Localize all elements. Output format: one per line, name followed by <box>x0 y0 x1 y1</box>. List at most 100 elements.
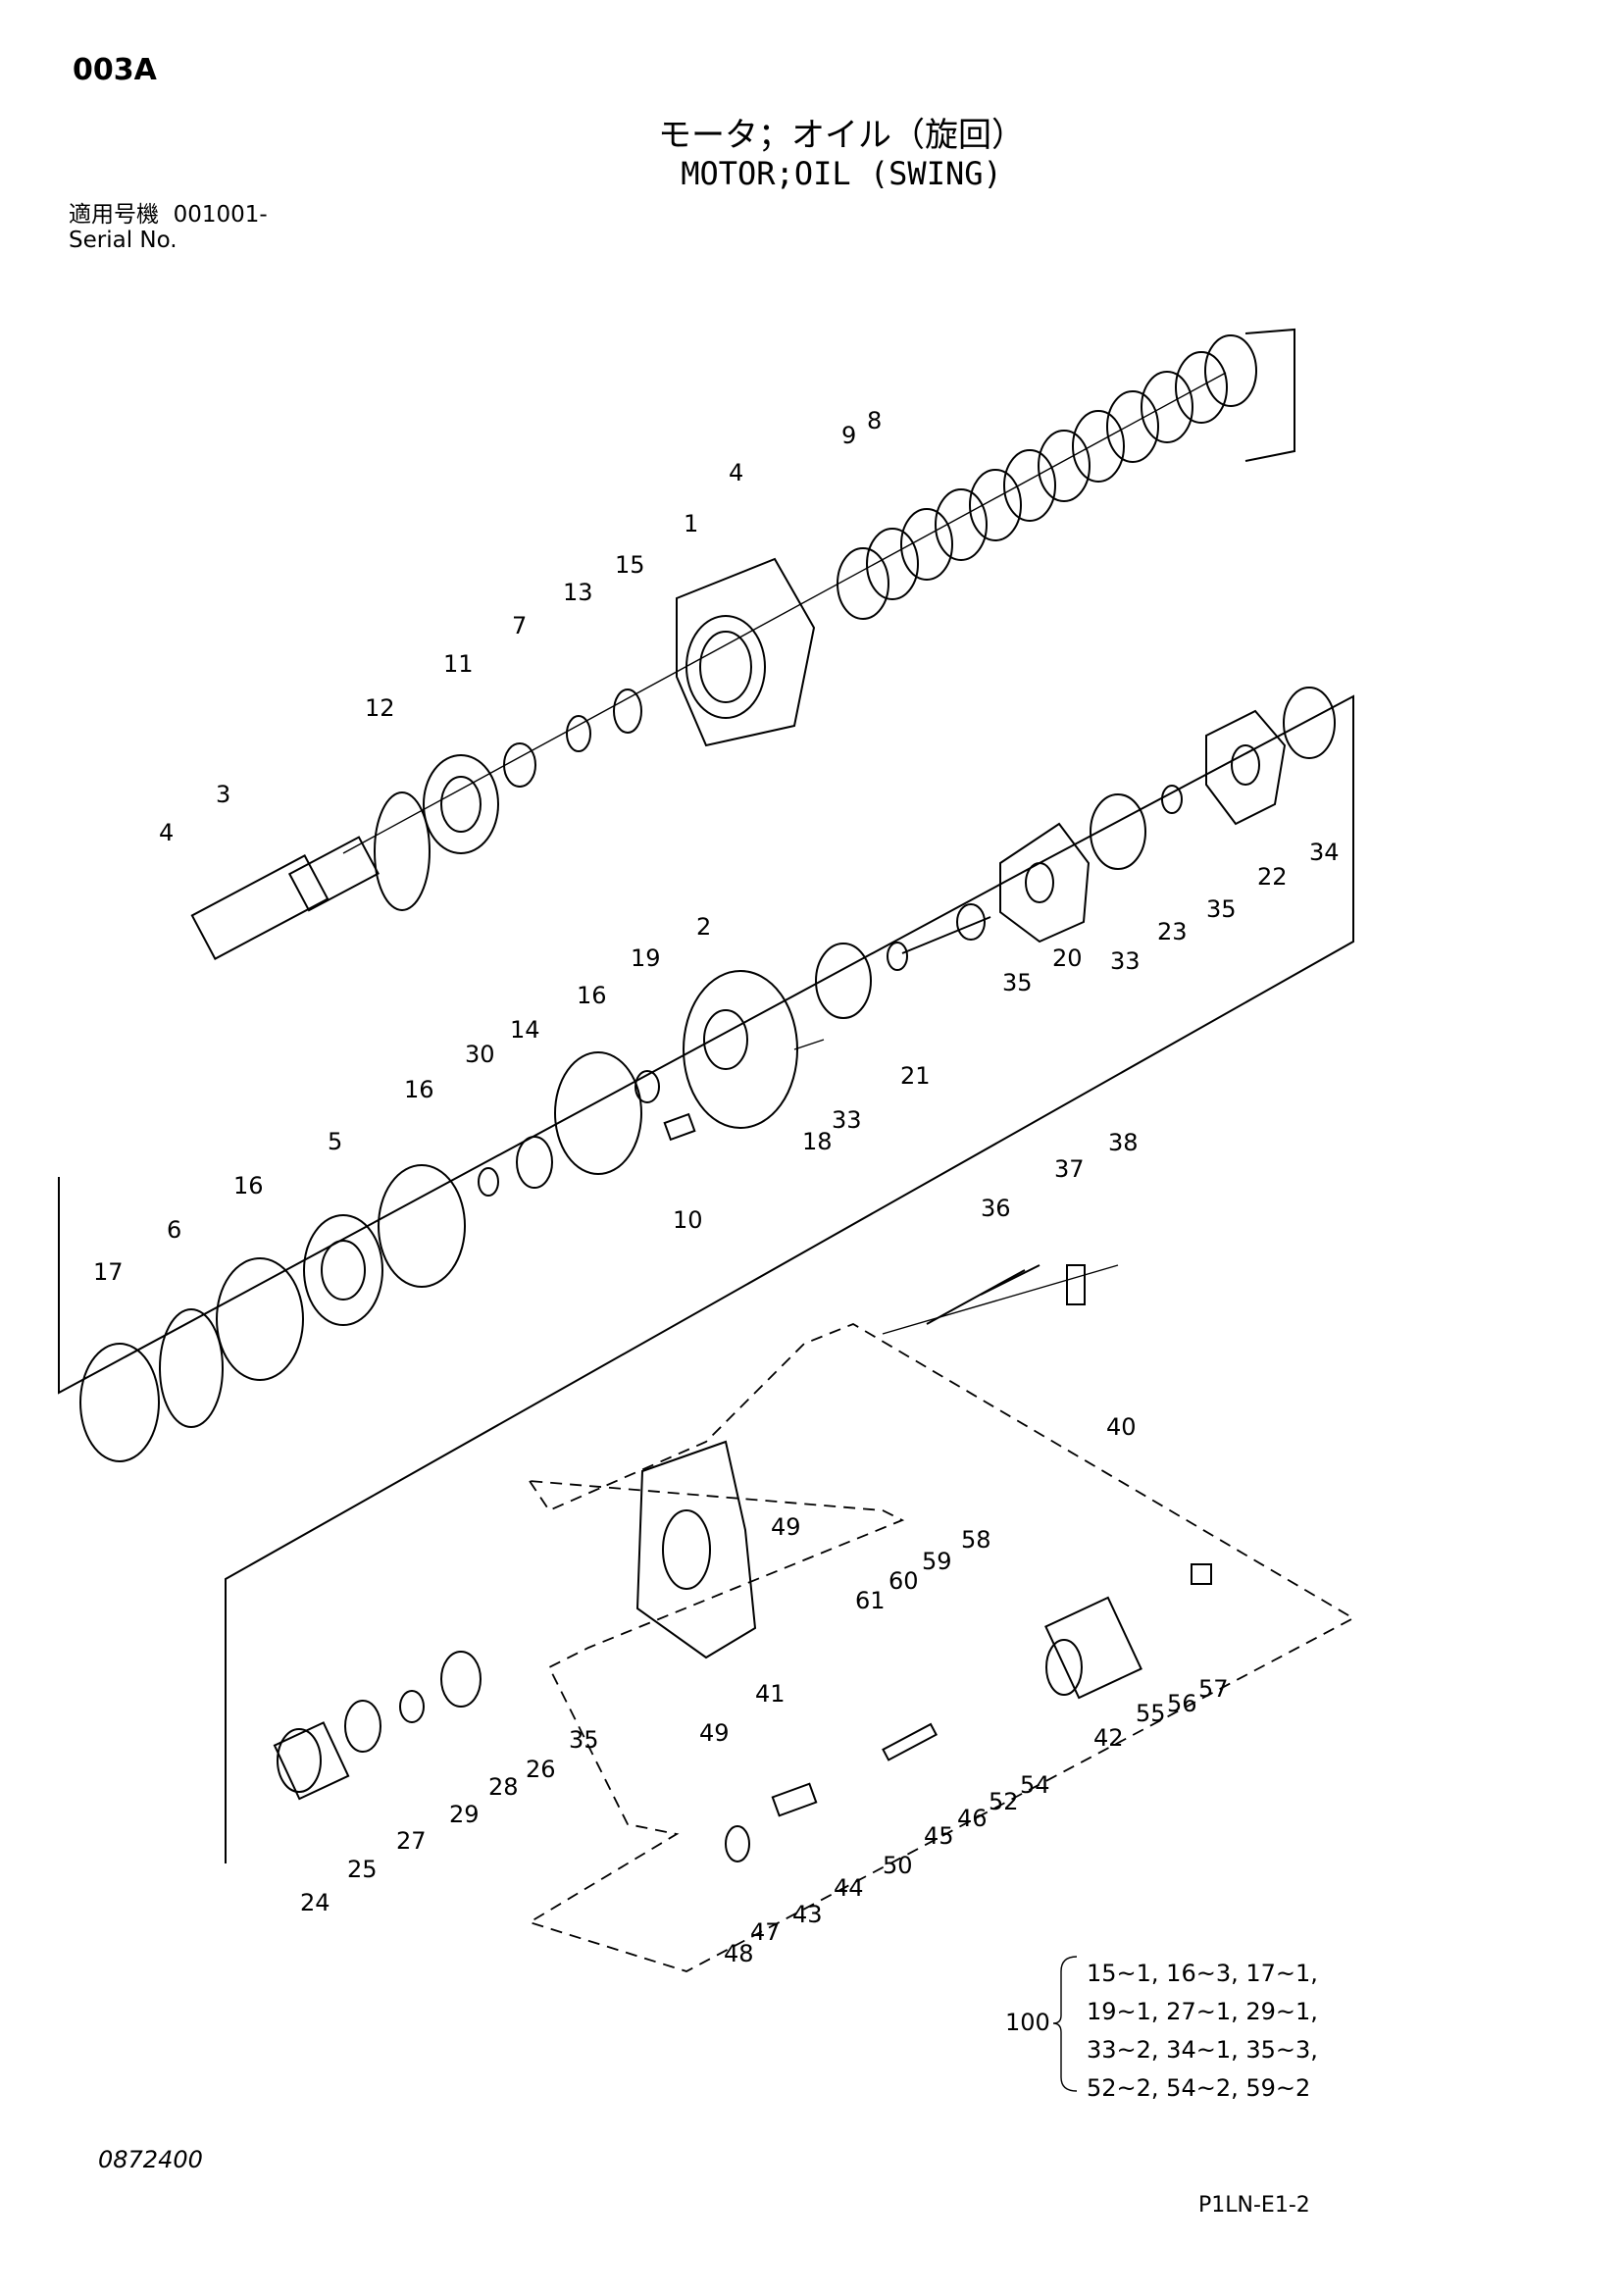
label-part-2: 2 <box>696 913 711 941</box>
part-oring-34 <box>1283 687 1336 759</box>
label-part-22: 22 <box>1257 863 1288 891</box>
label-part-23: 23 <box>1157 918 1188 945</box>
frame-bottom-group <box>58 694 1354 1863</box>
label-part-5: 5 <box>328 1128 342 1155</box>
label-part-52: 52 <box>989 1788 1019 1815</box>
label-part-35c: 35 <box>569 1726 599 1754</box>
part-spring-50 <box>882 1722 939 1761</box>
footer-page-ref: P1LN-E1-2 <box>1198 2193 1310 2218</box>
label-part-18: 18 <box>802 1128 833 1155</box>
part-oring-33b <box>1090 793 1146 870</box>
part-bolt-36 <box>926 1264 1040 1325</box>
label-part-28: 28 <box>488 1773 519 1801</box>
part-piston-5 <box>303 1214 383 1326</box>
serial-value: 001001- <box>173 202 268 228</box>
label-part-12: 12 <box>365 694 395 722</box>
part-ring-13 <box>566 715 591 752</box>
kit-brace <box>1052 1956 1078 2092</box>
label-part-48: 48 <box>724 1940 754 1967</box>
label-part-15: 15 <box>615 551 645 579</box>
label-part-54: 54 <box>1020 1771 1050 1799</box>
label-part-10: 10 <box>673 1206 703 1234</box>
label-part-41: 41 <box>755 1680 786 1708</box>
label-part-44: 44 <box>834 1874 864 1902</box>
part-plug-10 <box>663 1112 696 1142</box>
label-part-57: 57 <box>1198 1675 1229 1703</box>
part-collar-7 <box>503 742 536 788</box>
part-ring-25 <box>344 1700 381 1753</box>
part-oring-16c <box>554 1051 642 1175</box>
kit-100-block: 100 15~1, 16~3, 17~1, 19~1, 27~1, 29~1, … <box>1005 1956 1318 2102</box>
title-japanese: モータ；オイル（旋回） <box>658 116 1025 155</box>
label-part-4a: 4 <box>729 459 743 486</box>
label-part-11: 11 <box>443 650 474 678</box>
part-snap-ring-12 <box>374 791 431 911</box>
part-valve-42 <box>1044 1596 1142 1700</box>
serial-block: 適用号機 001001- Serial No. <box>69 202 268 253</box>
label-part-42: 42 <box>1093 1724 1124 1752</box>
label-part-6: 6 <box>167 1216 181 1244</box>
part-pin-37-38 <box>882 1264 1119 1335</box>
part-bearing-24 <box>273 1721 350 1801</box>
label-part-40: 40 <box>1106 1413 1137 1441</box>
serial-jp-label: 適用号機 <box>69 202 159 228</box>
label-part-38: 38 <box>1108 1129 1139 1156</box>
label-part-24: 24 <box>300 1889 330 1916</box>
part-disc-stack <box>837 334 1257 620</box>
label-part-8: 8 <box>867 407 882 434</box>
label-part-49b: 49 <box>699 1719 730 1747</box>
label-part-33a: 33 <box>832 1106 862 1134</box>
label-part-16c: 16 <box>233 1172 264 1199</box>
label-part-34a: 34 <box>1309 839 1340 866</box>
label-part-46: 46 <box>957 1805 988 1832</box>
label-part-30: 30 <box>465 1041 495 1068</box>
title-english: MOTOR;OIL (SWING) <box>681 155 1002 192</box>
label-part-60: 60 <box>888 1567 919 1595</box>
label-part-37: 37 <box>1054 1155 1085 1183</box>
kit-line-2: 19~1, 27~1, 29~1, <box>1087 1998 1318 2025</box>
frame-top-group <box>1244 328 1295 462</box>
label-part-33b: 33 <box>1110 947 1141 975</box>
label-part-35b: 35 <box>1002 969 1033 996</box>
label-part-19: 19 <box>631 944 661 972</box>
part-body-41 <box>635 1440 757 1659</box>
label-part-59: 59 <box>922 1548 952 1575</box>
label-part-1: 1 <box>684 510 698 537</box>
label-part-4b: 4 <box>159 819 174 846</box>
label-part-14: 14 <box>510 1016 540 1044</box>
part-ring-15 <box>613 689 642 734</box>
part-ring-29 <box>440 1651 482 1708</box>
label-group: 1 2 3 4 4 5 6 7 8 9 10 11 12 13 14 15 16… <box>93 407 1340 1967</box>
serial-en-label: Serial No. <box>69 228 178 253</box>
part-shaft-21 <box>887 903 991 971</box>
label-part-13: 13 <box>563 579 593 606</box>
part-oring-17 <box>79 1343 160 1462</box>
label-part-55: 55 <box>1136 1700 1166 1727</box>
label-part-47: 47 <box>750 1918 781 1946</box>
label-part-25: 25 <box>347 1856 378 1883</box>
part-ring-6 <box>159 1308 224 1428</box>
label-part-29: 29 <box>449 1801 480 1828</box>
label-part-58: 58 <box>961 1526 991 1554</box>
part-oring-16a <box>216 1257 304 1381</box>
part-pin-23 <box>1161 785 1183 814</box>
label-part-45: 45 <box>924 1822 954 1850</box>
part-plug-43 <box>771 1782 818 1817</box>
footer-drawing-number: 0872400 <box>98 2146 203 2173</box>
label-part-56: 56 <box>1167 1690 1197 1717</box>
label-part-50: 50 <box>883 1852 913 1879</box>
label-part-20: 20 <box>1052 944 1083 972</box>
label-part-26: 26 <box>526 1756 556 1783</box>
part-cover-22 <box>1205 709 1287 826</box>
part-bearing-11 <box>423 754 499 854</box>
label-part-61: 61 <box>855 1587 886 1614</box>
label-part-16a: 16 <box>577 982 607 1009</box>
part-ring-19 <box>634 1070 660 1103</box>
label-part-43: 43 <box>792 1901 823 1928</box>
part-plate-2 <box>683 970 798 1129</box>
dashed-valve-group <box>527 1323 1355 1972</box>
kit-line-4: 52~2, 54~2, 59~2 <box>1087 2074 1310 2102</box>
part-oring-33a <box>815 943 872 1019</box>
label-part-49a: 49 <box>771 1513 801 1541</box>
